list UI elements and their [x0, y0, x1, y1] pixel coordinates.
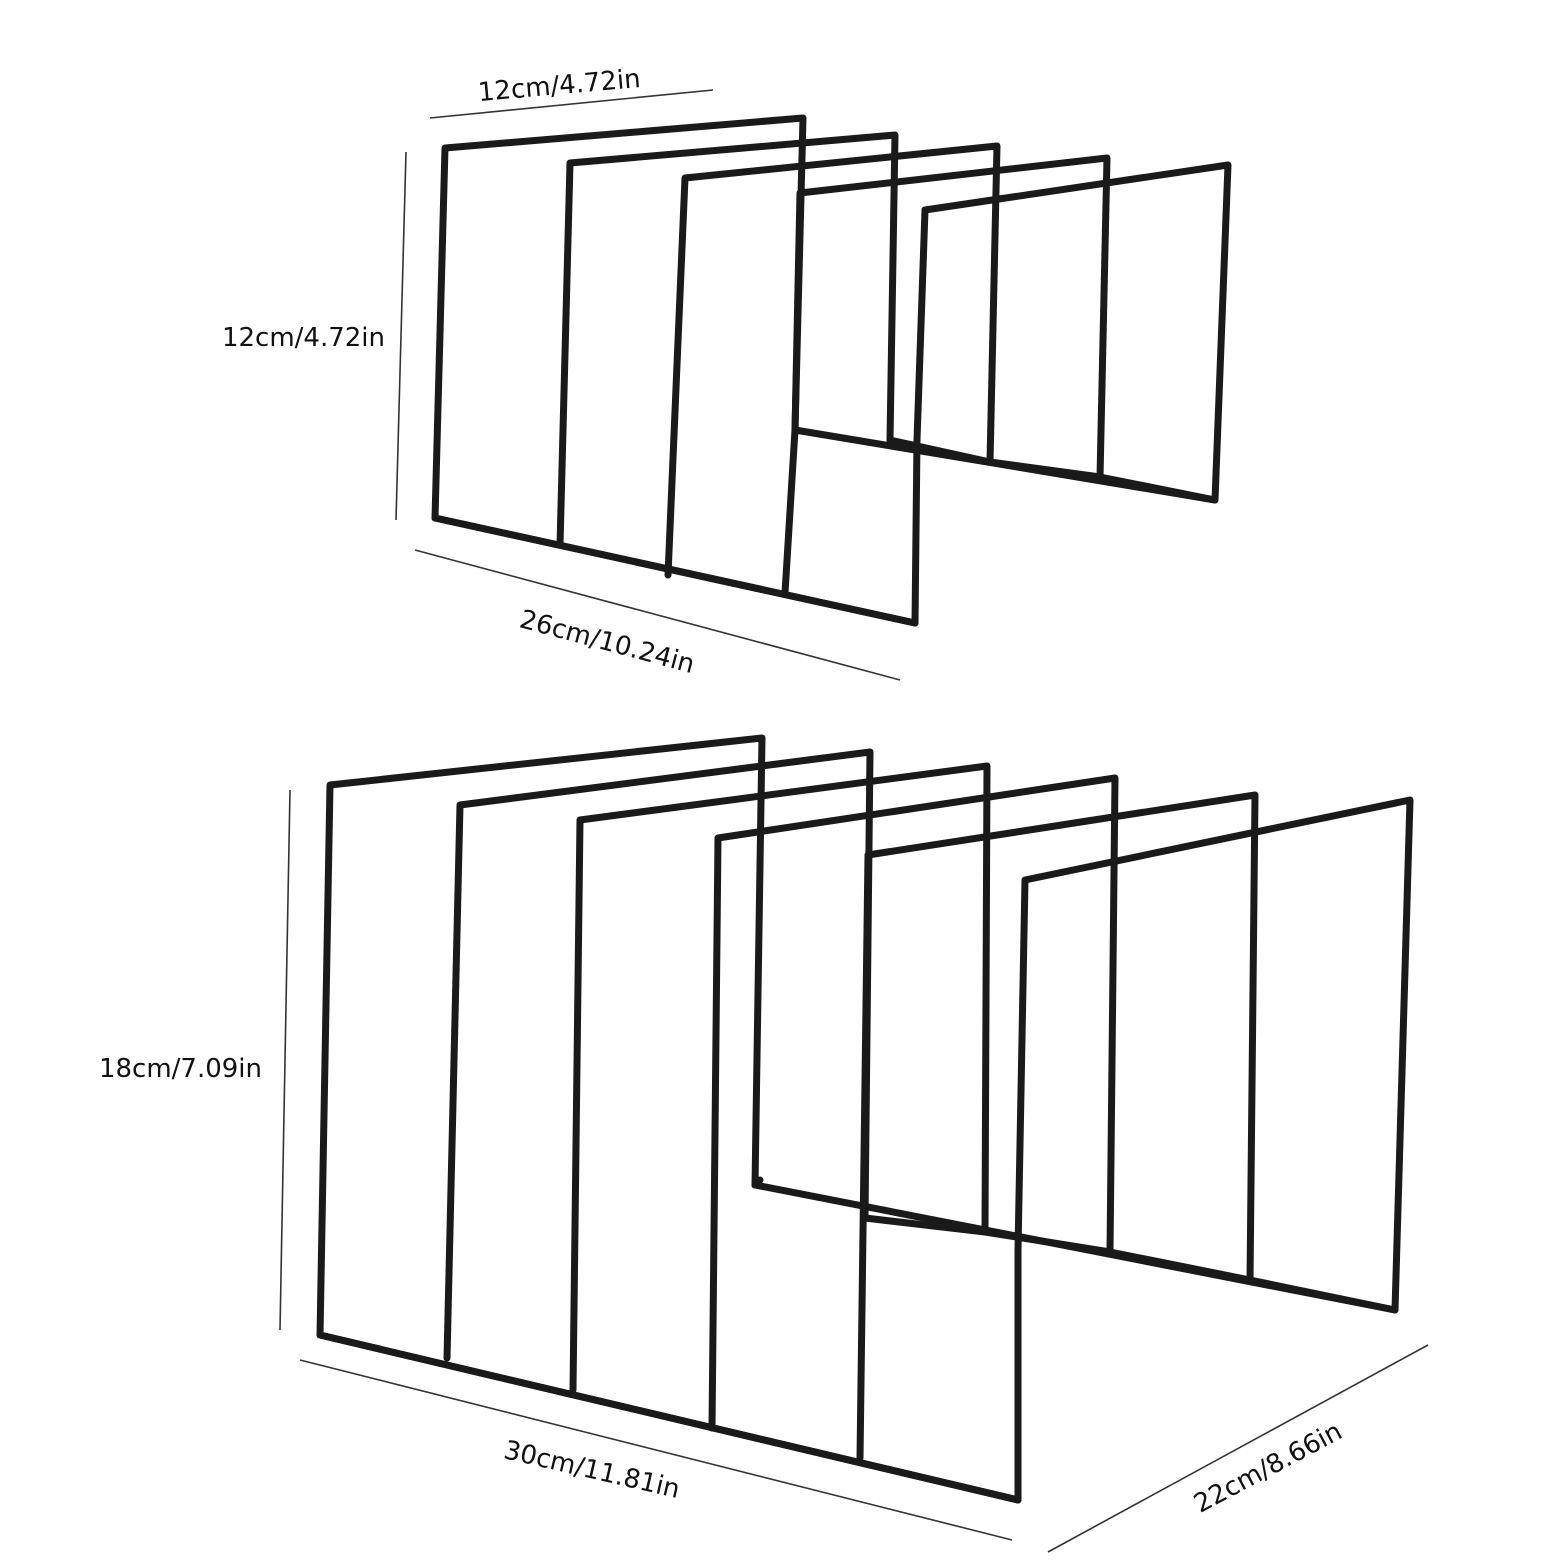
small-height-dimension-line — [395, 151, 407, 521]
large-length-label: 30cm/11.81in — [501, 1435, 683, 1505]
small-width-label: 12cm/4.72in — [477, 64, 642, 108]
large-rack-panel-3 — [569, 762, 991, 1394]
large-length-dimension-line — [299, 1359, 1013, 1541]
large-height-label: 18cm/7.09in — [99, 1054, 262, 1084]
small-height-label: 12cm/4.72in — [222, 323, 385, 353]
small-length-dimension-line — [414, 549, 901, 681]
large-rack-inner-rail — [751, 1181, 1399, 1314]
small-rack-inner-rail — [791, 426, 1219, 504]
small-rack — [431, 114, 1232, 627]
small-rack-panel-2 — [556, 131, 899, 549]
small-rack-leg — [911, 436, 921, 627]
small-rack-divider-leg — [781, 426, 799, 597]
large-rack-panel-5 — [856, 791, 1259, 1462]
large-rack-panel-6 — [1014, 796, 1414, 1314]
small-rack-panel-5 — [913, 161, 1232, 504]
large-rack-front-panel — [316, 734, 1022, 1504]
large-height-dimension-line — [279, 789, 291, 1331]
small-width-dimension-line — [429, 89, 714, 119]
small-rack-base-rail — [431, 514, 919, 627]
large-rack — [316, 734, 1414, 1504]
large-depth-dimension-line — [1047, 1344, 1429, 1553]
large-rack-panel-2 — [443, 748, 874, 1362]
large-rack-base-rail — [316, 1331, 1022, 1504]
small-rack-panel-3 — [664, 142, 1001, 579]
small-length-label: 26cm/10.24in — [516, 605, 697, 680]
